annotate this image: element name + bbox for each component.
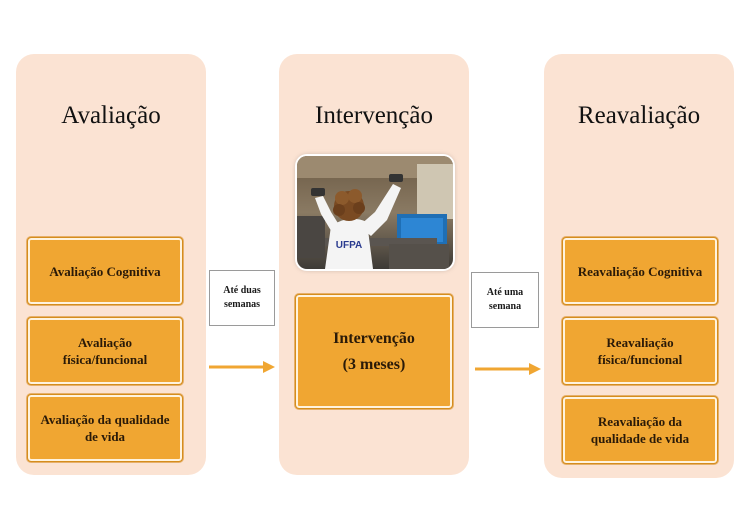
box-intervencao: Intervenção (3 meses) bbox=[295, 294, 453, 409]
box-reavaliacao-qualidade: Reavaliação da qualidade de vida bbox=[562, 396, 718, 464]
arrow-right-icon bbox=[475, 363, 541, 375]
intervention-photo: UFPA bbox=[297, 156, 453, 269]
exercise-photo-illustration: UFPA bbox=[297, 156, 453, 269]
box-reavaliacao-fisica: Reavaliação física/funcional bbox=[562, 317, 718, 385]
panel-title-avaliacao: Avaliação bbox=[61, 102, 161, 129]
connector-note-1: Até duas semanas bbox=[209, 270, 275, 326]
connector-note-2: Até uma semana bbox=[471, 272, 539, 328]
box-avaliacao-fisica: Avaliação física/funcional bbox=[27, 317, 183, 385]
box-avaliacao-cognitiva: Avaliação Cognitiva bbox=[27, 237, 183, 305]
box-intervencao-line2: (3 meses) bbox=[342, 355, 406, 373]
shirt-text: UFPA bbox=[336, 240, 362, 251]
box-reavaliacao-cognitiva: Reavaliação Cognitiva bbox=[562, 237, 718, 305]
panel-title-reavaliacao: Reavaliação bbox=[577, 102, 701, 129]
arrow-right-icon bbox=[209, 361, 275, 373]
box-intervencao-line1: Intervenção bbox=[333, 329, 415, 347]
box-avaliacao-qualidade: Avaliação da qualidade de vida bbox=[27, 394, 183, 462]
panel-title-intervencao: Intervenção bbox=[315, 102, 433, 129]
